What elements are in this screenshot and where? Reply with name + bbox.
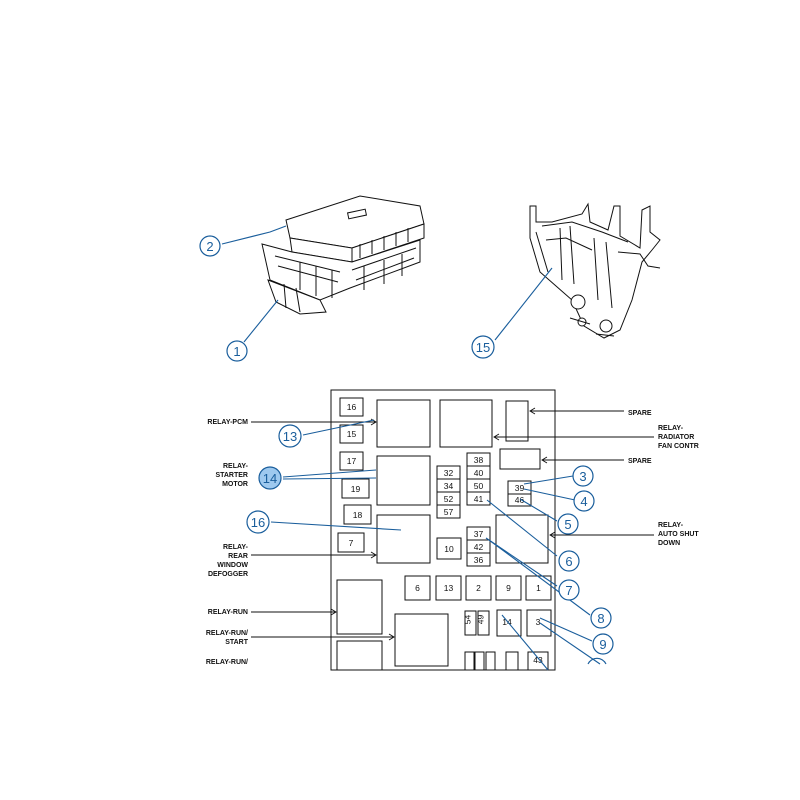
fuse-49[interactable]: 49	[476, 615, 486, 625]
svg-text:14: 14	[263, 471, 277, 486]
fuse-52[interactable]: 52	[444, 494, 454, 504]
relay-pcm-box[interactable]	[376, 399, 431, 448]
fuse-40[interactable]: 40	[474, 468, 484, 478]
fuse-42[interactable]: 42	[474, 542, 484, 552]
fuse-17[interactable]: 17	[347, 456, 357, 466]
svg-text:4: 4	[580, 494, 587, 509]
fuse-box-outline	[330, 389, 556, 671]
fuse-43[interactable]: 43	[533, 655, 543, 665]
fuse-39[interactable]: 39	[515, 483, 525, 493]
fuse-46[interactable]: 46	[515, 495, 525, 505]
svg-text:15: 15	[476, 340, 490, 355]
fuse-7[interactable]: 7	[349, 538, 354, 548]
fuse-54[interactable]: 54	[463, 615, 473, 625]
relay-run-start-box[interactable]	[394, 613, 449, 667]
label-spare-top: SPARE	[628, 410, 652, 417]
svg-text:3: 3	[579, 469, 586, 484]
label-relay-starter-2: STARTER	[215, 472, 248, 479]
callout-3[interactable]: 3	[572, 465, 594, 487]
callouts: 1 2 3 4 5 6 7 8	[199, 235, 614, 665]
mounting-bracket-illustration	[529, 202, 661, 339]
left-relay-labels: RELAY-PCM RELAY- STARTER MOTOR RELAY- RE…	[206, 418, 395, 666]
fuse-34[interactable]: 34	[444, 481, 454, 491]
fuse-36[interactable]: 36	[474, 555, 484, 565]
svg-text:2: 2	[206, 239, 213, 254]
fuse-50[interactable]: 50	[474, 481, 484, 491]
label-relay-radiator-1: RELAY-	[658, 425, 684, 432]
relay-auto-shutdown-box[interactable]	[495, 514, 549, 564]
fuse-32[interactable]: 32	[444, 468, 454, 478]
fuse-2[interactable]: 2	[476, 583, 481, 593]
callout-1[interactable]: 1	[226, 340, 248, 362]
svg-text:1: 1	[233, 344, 240, 359]
fuse-38[interactable]: 38	[474, 455, 484, 465]
svg-text:16: 16	[251, 515, 265, 530]
fuse-37[interactable]: 37	[474, 529, 484, 539]
pdc-housing-illustration	[261, 195, 425, 315]
callout-9[interactable]: 9	[592, 633, 614, 655]
svg-text:9: 9	[599, 637, 606, 652]
fuse-18[interactable]: 18	[353, 510, 363, 520]
label-relay-starter-3: MOTOR	[222, 481, 248, 488]
label-relay-asd-1: RELAY-	[658, 522, 684, 529]
callout-15[interactable]: 15	[471, 335, 495, 359]
fuse-15[interactable]: 15	[347, 429, 357, 439]
relay-rear-defogger-box[interactable]	[376, 514, 431, 564]
fuse-3[interactable]: 3	[536, 617, 541, 627]
label-relay-rear-4: DEFOGGER	[208, 571, 248, 578]
label-relay-radiator-3: FAN CONTR	[658, 443, 699, 450]
spare-top-box[interactable]	[505, 400, 529, 442]
label-spare-mid: SPARE	[628, 458, 652, 465]
label-relay-starter-1: RELAY-	[223, 463, 249, 470]
relay-radiator-fan-box[interactable]	[439, 399, 493, 448]
callout-13[interactable]: 13	[278, 424, 302, 448]
callout-8[interactable]: 8	[590, 607, 612, 629]
label-relay-asd-2: AUTO SHUT	[658, 531, 699, 538]
label-relay-rear-1: RELAY-	[223, 544, 249, 551]
label-relay-asd-3: DOWN	[658, 540, 680, 547]
callout-14[interactable]: 14	[258, 466, 282, 490]
fuse-13[interactable]: 13	[444, 583, 454, 593]
label-relay-run-start-2: START	[225, 639, 249, 646]
label-relay-pcm: RELAY-PCM	[207, 419, 248, 426]
fuse-16[interactable]: 16	[347, 402, 357, 412]
label-relay-radiator-2: RADIATOR	[658, 434, 694, 441]
fuse-10[interactable]: 10	[444, 544, 454, 554]
right-relay-labels: SPARE RELAY- RADIATOR FAN CONTR SPARE RE…	[493, 407, 699, 547]
label-relay-run-partial: RELAY-RUN/	[206, 659, 248, 666]
fuse-19[interactable]: 19	[351, 484, 361, 494]
svg-text:5: 5	[564, 517, 571, 532]
relay-run-box[interactable]	[336, 579, 383, 635]
fuse-box-layout: 16 15 17 19 18 7 32 34 52 57 38 40 50 41…	[330, 389, 556, 671]
fuse-1[interactable]: 1	[536, 583, 541, 593]
svg-text:6: 6	[565, 554, 572, 569]
svg-text:7: 7	[565, 583, 572, 598]
svg-text:8: 8	[597, 611, 604, 626]
callout-5[interactable]: 5	[557, 513, 579, 535]
label-relay-run-start-1: RELAY-RUN/	[206, 630, 248, 637]
callout-7[interactable]: 7	[558, 579, 580, 601]
callout-4[interactable]: 4	[573, 490, 595, 512]
callout-6[interactable]: 6	[558, 550, 580, 572]
callout-leaders	[221, 225, 601, 671]
callout-2[interactable]: 2	[199, 235, 221, 257]
label-relay-run: RELAY-RUN	[208, 609, 248, 616]
fuse-41[interactable]: 41	[474, 494, 484, 504]
label-relay-rear-3: WINDOW	[217, 562, 248, 569]
callout-16[interactable]: 16	[246, 510, 270, 534]
fuse-57[interactable]: 57	[444, 507, 454, 517]
label-relay-rear-2: REAR	[228, 553, 248, 560]
relay-starter-motor-box[interactable]	[376, 455, 431, 506]
fuse-9[interactable]: 9	[506, 583, 511, 593]
spare-mid-box[interactable]	[499, 448, 541, 470]
fuse-6[interactable]: 6	[415, 583, 420, 593]
relay-run-partial-box[interactable]	[336, 640, 383, 671]
svg-text:13: 13	[283, 429, 297, 444]
fuse-14[interactable]: 14	[502, 617, 512, 627]
